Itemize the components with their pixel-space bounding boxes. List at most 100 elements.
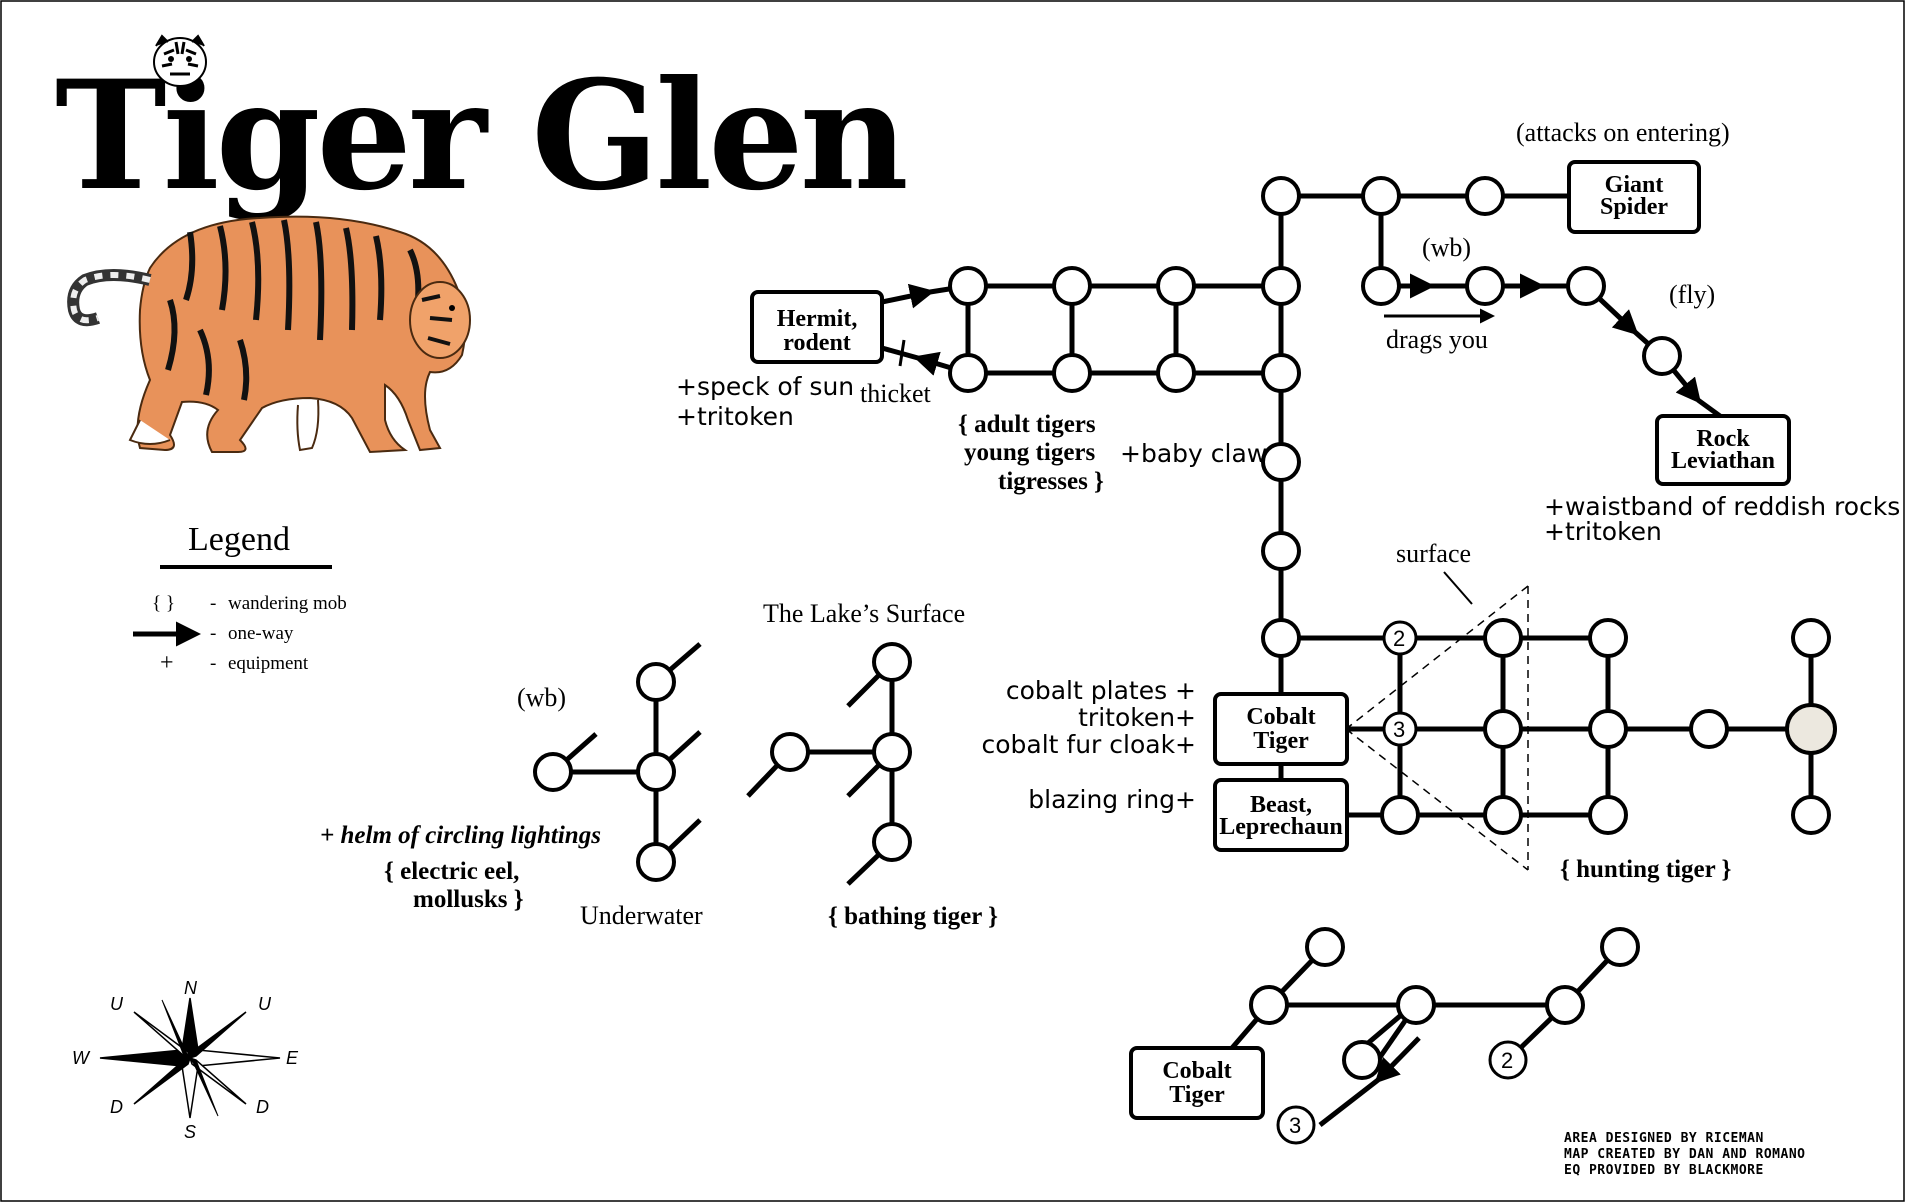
room-node[interactable] xyxy=(770,732,810,772)
label-surface: surface xyxy=(1396,539,1471,568)
room-node[interactable] xyxy=(1642,336,1682,376)
svg-text:Beast,: Beast, xyxy=(1250,792,1312,818)
room-node[interactable] xyxy=(533,752,573,792)
label-fly: (fly) xyxy=(1669,280,1715,309)
svg-text:+: + xyxy=(160,650,174,676)
room-node[interactable] xyxy=(1483,618,1523,658)
svg-text:-: - xyxy=(210,593,216,614)
legend-item-equipment: + - equipment xyxy=(160,650,309,676)
room-node[interactable] xyxy=(872,642,912,682)
room-node[interactable] xyxy=(1361,176,1401,216)
room-node[interactable] xyxy=(1249,985,1289,1025)
room-node[interactable] xyxy=(1380,795,1420,835)
room-node[interactable] xyxy=(636,842,676,882)
room-node[interactable] xyxy=(1566,266,1606,306)
label-wb-top: (wb) xyxy=(1422,233,1471,262)
room-node[interactable] xyxy=(1588,795,1628,835)
room-node[interactable] xyxy=(872,732,912,772)
label-attacks: (attacks on entering) xyxy=(1516,118,1730,147)
room-node[interactable] xyxy=(1483,795,1523,835)
mob-box-cobalt-tiger[interactable]: Cobalt Tiger xyxy=(1213,692,1349,766)
svg-text:Cobalt: Cobalt xyxy=(1162,1058,1231,1084)
tiger-head-icon xyxy=(153,34,207,87)
mob-box-cobalt-tiger-lower[interactable]: Cobalt Tiger xyxy=(1129,1046,1265,1120)
room-node[interactable] xyxy=(1588,709,1628,749)
room-node[interactable] xyxy=(1052,353,1092,393)
room-node[interactable] xyxy=(872,822,912,862)
mob-box-hermit[interactable]: Hermit, rodent xyxy=(750,290,884,364)
room-node[interactable] xyxy=(1465,266,1505,306)
room-node[interactable] xyxy=(1156,266,1196,306)
svg-text:Tiger: Tiger xyxy=(1169,1082,1225,1108)
svg-text:Cobalt: Cobalt xyxy=(1246,704,1315,730)
room-node[interactable] xyxy=(636,752,676,792)
room-node[interactable] xyxy=(1545,985,1585,1025)
svg-text:Giant: Giant xyxy=(1605,172,1664,198)
numbered-node-3[interactable]: 3 xyxy=(1382,711,1418,747)
room-node[interactable] xyxy=(636,662,676,702)
room-node[interactable] xyxy=(1600,927,1640,967)
thicket-mark xyxy=(898,339,906,367)
room-node[interactable] xyxy=(1396,985,1436,1025)
room-node[interactable] xyxy=(948,353,988,393)
numbered-node-3-lower[interactable]: 3 xyxy=(1276,1105,1316,1145)
room-node[interactable] xyxy=(1261,442,1301,482)
special-room-node[interactable] xyxy=(1785,703,1837,755)
label-hunting-tiger: { hunting tiger } xyxy=(1560,856,1731,883)
svg-text:D: D xyxy=(256,1097,269,1117)
room-node[interactable] xyxy=(1361,266,1401,306)
room-node[interactable] xyxy=(948,266,988,306)
svg-text:Hermit,: Hermit, xyxy=(777,306,858,332)
label-blazing-ring: blazing ring+ xyxy=(1028,785,1196,814)
label-tritoken-hermit: +tritoken xyxy=(676,402,794,431)
room-node[interactable] xyxy=(1483,709,1523,749)
mob-box-rock-leviathan[interactable]: Rock Leviathan xyxy=(1655,414,1791,486)
room-node[interactable] xyxy=(1465,176,1505,216)
label-baby-claw: +baby claw xyxy=(1120,439,1267,468)
label-thicket: thicket xyxy=(860,379,932,408)
label-mollusks: mollusks } xyxy=(413,886,524,913)
svg-text:Leviathan: Leviathan xyxy=(1671,448,1775,474)
mob-box-beast-leprechaun[interactable]: Beast, Leprechaun xyxy=(1213,778,1349,852)
svg-text:3: 3 xyxy=(1393,717,1405,742)
legend-item-one-way: - one-way xyxy=(133,621,294,647)
svg-text:W: W xyxy=(72,1048,91,1068)
room-node[interactable] xyxy=(1156,353,1196,393)
svg-text:equipment: equipment xyxy=(228,653,309,674)
label-young-tigers: young tigers xyxy=(964,439,1096,466)
room-node[interactable] xyxy=(1791,795,1831,835)
numbered-node-2[interactable]: 2 xyxy=(1382,620,1418,656)
svg-text:-: - xyxy=(210,623,216,644)
label-tigresses: tigresses } xyxy=(998,468,1104,495)
room-node[interactable] xyxy=(1791,618,1831,658)
room-node[interactable] xyxy=(1052,266,1092,306)
svg-text:Rock: Rock xyxy=(1696,426,1750,452)
tiger-illustration xyxy=(67,215,471,454)
label-speck: +speck of sun xyxy=(676,372,854,401)
svg-text:U: U xyxy=(110,994,124,1014)
label-cobalt-plates: cobalt plates + xyxy=(1006,676,1196,705)
label-cobalt-fur-cloak: cobalt fur cloak+ xyxy=(981,730,1196,759)
room-node[interactable] xyxy=(1261,531,1301,571)
room-node[interactable] xyxy=(1588,618,1628,658)
room-node[interactable] xyxy=(1261,176,1301,216)
svg-text:D: D xyxy=(110,1097,123,1117)
svg-text:rodent: rodent xyxy=(783,330,851,356)
room-nodes xyxy=(533,176,1837,1080)
room-node[interactable] xyxy=(1261,618,1301,658)
room-node[interactable] xyxy=(1689,709,1729,749)
room-node[interactable] xyxy=(1342,1040,1382,1080)
room-node[interactable] xyxy=(1261,353,1301,393)
svg-text:one-way: one-way xyxy=(228,623,294,644)
label-electric-eel: { electric eel, xyxy=(384,858,519,885)
svg-text:2: 2 xyxy=(1501,1048,1513,1073)
surface-pointer xyxy=(1443,571,1473,605)
label-drags: drags you xyxy=(1386,325,1488,354)
room-node[interactable] xyxy=(1305,927,1345,967)
svg-text:Leprechaun: Leprechaun xyxy=(1219,814,1343,840)
room-node[interactable] xyxy=(1261,266,1301,306)
svg-text:Spider: Spider xyxy=(1600,194,1668,220)
mob-box-giant-spider[interactable]: Giant Spider xyxy=(1503,160,1701,234)
label-lake-surface: The Lake’s Surface xyxy=(763,599,965,628)
numbered-node-2-lower[interactable]: 2 xyxy=(1488,1040,1528,1080)
